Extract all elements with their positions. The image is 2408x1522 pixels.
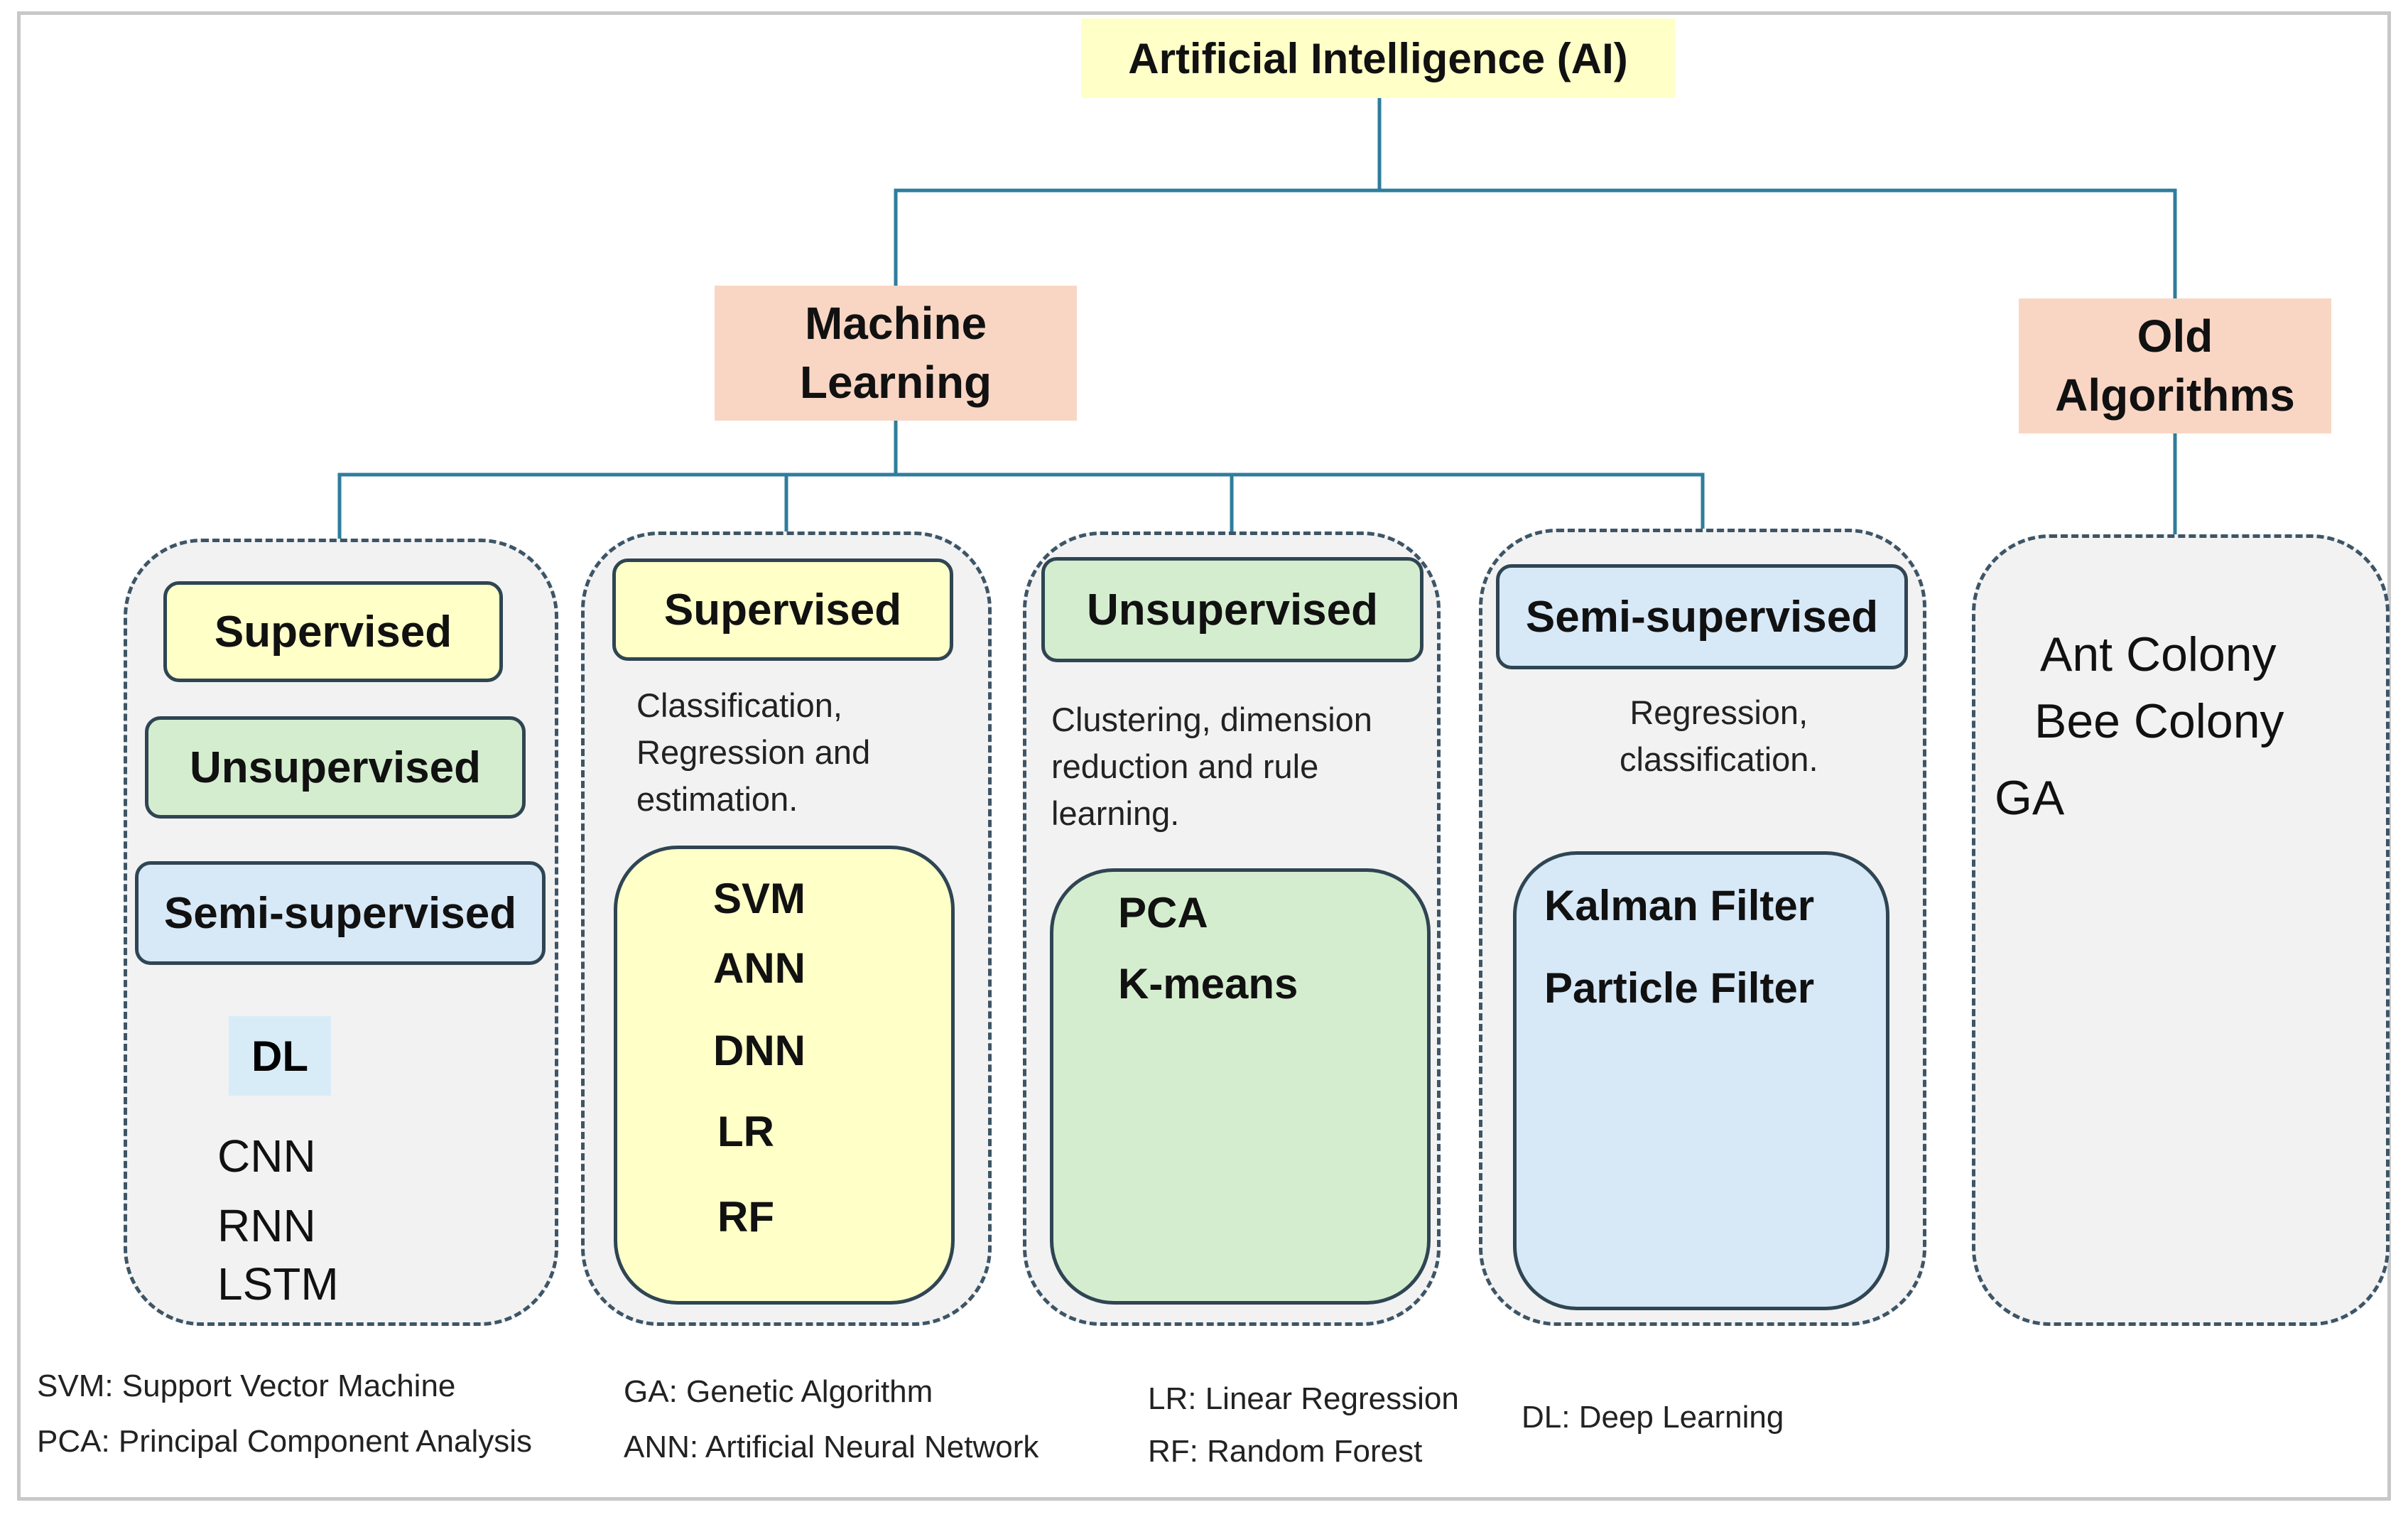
ml-line2: Learning bbox=[799, 357, 992, 408]
model-lstm: LSTM bbox=[217, 1258, 339, 1310]
dl-badge: DL bbox=[229, 1016, 331, 1096]
legend-dl: DL: Deep Learning bbox=[1522, 1400, 1784, 1435]
model-rnn: RNN bbox=[217, 1200, 316, 1251]
supervised-algorithm-box bbox=[614, 846, 955, 1305]
unsupervised-algorithm-box bbox=[1050, 868, 1431, 1305]
legend-lr: LR: Linear Regression bbox=[1148, 1381, 1459, 1416]
semisupervised-description: Regression, classification. bbox=[1620, 693, 1818, 778]
legend-svm: SVM: Support Vector Machine bbox=[37, 1369, 456, 1403]
algo-particle-filter: Particle Filter bbox=[1544, 964, 1815, 1012]
old-bee-colony: Bee Colony bbox=[2034, 694, 2284, 748]
algo-kmeans: K-means bbox=[1118, 960, 1298, 1008]
supervised-description: Classification, Regression and estimatio… bbox=[636, 686, 871, 818]
machine-learning-box: Machine Learning bbox=[715, 286, 1077, 421]
legend-pca: PCA: Principal Component Analysis bbox=[37, 1424, 532, 1459]
algo-pca: PCA bbox=[1118, 889, 1208, 937]
algo-kalman-filter: Kalman Filter bbox=[1544, 882, 1815, 929]
old-line1: Old bbox=[2137, 310, 2213, 362]
legend-ann: ANN: Artificial Neural Network bbox=[624, 1430, 1039, 1464]
algo-lr: LR bbox=[717, 1108, 774, 1155]
algo-ann: ANN bbox=[713, 944, 806, 992]
old-line2: Algorithms bbox=[2055, 369, 2295, 421]
ai-box: Artificial Intelligence (AI) bbox=[1081, 18, 1675, 98]
connector-ml bbox=[337, 421, 1705, 539]
old-ga: GA bbox=[1995, 771, 2065, 825]
tag-semisupervised: Semi-supervised bbox=[1496, 564, 1908, 669]
unsupervised-description: Clustering, dimension reduction and rule… bbox=[1051, 701, 1372, 832]
algo-rf: RF bbox=[717, 1193, 774, 1241]
tag-unsupervised-overview: Unsupervised bbox=[145, 716, 526, 819]
legend-rf: RF: Random Forest bbox=[1148, 1434, 1423, 1469]
ml-line1: Machine bbox=[804, 297, 987, 349]
tag-semisupervised-overview: Semi-supervised bbox=[135, 861, 546, 965]
panel-old-algorithms bbox=[1972, 534, 2390, 1326]
old-ant-colony: Ant Colony bbox=[2040, 627, 2277, 681]
connector-ai bbox=[894, 98, 2177, 298]
legend-ga: GA: Genetic Algorithm bbox=[624, 1374, 933, 1409]
algo-dnn: DNN bbox=[713, 1027, 806, 1074]
tag-supervised-overview: Supervised bbox=[163, 581, 503, 682]
old-algorithms-box: Old Algorithms bbox=[2019, 298, 2331, 433]
tag-supervised: Supervised bbox=[612, 558, 953, 661]
model-cnn: CNN bbox=[217, 1130, 316, 1182]
tag-unsupervised: Unsupervised bbox=[1041, 557, 1423, 662]
algo-svm: SVM bbox=[713, 875, 806, 922]
semisupervised-algorithm-box bbox=[1513, 851, 1889, 1310]
